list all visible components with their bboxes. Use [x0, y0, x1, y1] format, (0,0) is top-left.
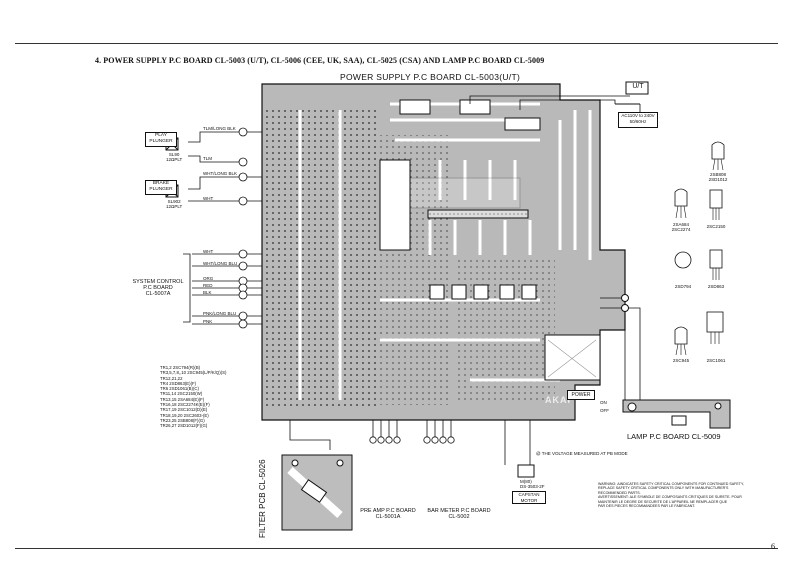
fuse-box [459, 99, 491, 115]
top-rule [15, 43, 778, 44]
bar-meter-label: BAR METER P.C BOARD CL-5002 [427, 508, 491, 520]
transistor-list-item: TR17,19 2SC1012(D)(E) [160, 407, 208, 413]
transistor-label-2sc945: 2SC945 [672, 358, 690, 363]
wire-wht: WHT [203, 249, 214, 254]
page-title: 4. POWER SUPPLY P.C BOARD CL-5003 (U/T),… [95, 56, 545, 65]
wire-wht-long-blu: WHT/LONG BLU [203, 261, 238, 266]
capstan-motor-label: CAPSTAN MOTOR [512, 491, 546, 504]
filter-pcb-label: FILTER PCB CL-5026 [258, 459, 267, 538]
system-control-label: SYSTEM CONTROL P.C BOARD CL-5007A [132, 279, 184, 297]
transistor-list-item: TR11,14 2SC2150(W) [160, 391, 203, 397]
voltage-note: @ THE VOLTAGE MEASURED AT PB MODE [536, 451, 628, 456]
wire-pnk-long-blu: PNK/LONG BLU [203, 311, 237, 316]
wire-label-wht: WHT [203, 196, 214, 201]
transistor-list-item: TR13,15 2SA684(E)(F) [160, 396, 205, 402]
transistor-label-2sc2150: 2SC2150 [706, 224, 726, 229]
transistor-label-2sa684: 2SA684 2SC2274 [671, 222, 691, 232]
wire-blk: BLK [203, 290, 212, 295]
capstan-motor-symbol [517, 464, 535, 478]
motor-spec-label: M(80) DS-3503-2F [520, 479, 545, 489]
ac-supply-label: AC110V to 240V 50/60Hz [618, 112, 658, 128]
wire-red: RED [203, 283, 213, 288]
play-plunger-spec: SL90 12ΩPLT [166, 152, 183, 162]
transistor-list-item: TR23,25 2SB808(F)(G) [160, 417, 205, 423]
component-area-right [455, 260, 555, 400]
bottom-rule [15, 548, 778, 549]
pre-amp-label: PRE AMP P.C BOARD CL-5001A [360, 508, 416, 520]
board-watermark: AKAI [545, 395, 571, 405]
page-number: 6 [771, 542, 775, 551]
transistor-list-item: TR16,18 2SC2274K(E)(F) [160, 402, 210, 408]
component-area-left [266, 110, 376, 410]
wire-label-tlm: TLM [203, 156, 212, 161]
wire-label-wht-long-blk: WHT/LONG BLK [203, 171, 238, 176]
brake-plunger-label: BRAKE PLUNGER [145, 180, 177, 195]
transistor-list-item: TR12,21,22 [160, 375, 183, 381]
play-plunger-label: PLAY PLUNGER [145, 132, 177, 147]
transistor-list-item: TR26,27 2SD1012(F)(G) [160, 423, 208, 429]
warning-note: WARNING: ΔINDICATES SAFETY CRITICAL COMP… [598, 482, 744, 508]
fuse-240v [399, 99, 431, 115]
lamp-board-label: LAMP P.C BOARD CL-5009 [627, 432, 721, 441]
board-title: POWER SUPPLY P.C BOARD CL-5003(U/T) [340, 72, 521, 82]
transistor-list-item: TR18,19,20 2SC2603-(E) [160, 412, 209, 418]
wire-pnk: PNK [203, 319, 213, 324]
transistor-label-2sc1061: 2SC1061 [706, 358, 726, 363]
transistor-label-2sb808: 2SB808 2SD1012 [708, 172, 728, 182]
lamp-board-outline [622, 399, 731, 429]
warning-line: RECOMMENDED PARTS. [598, 490, 641, 495]
heatsink-block [379, 159, 411, 251]
warning-line: AVERTISSEMENT: ΔLE SYMBOLE DE COMPOSANTS… [598, 495, 742, 500]
wire-org: ORG [203, 276, 214, 281]
transistor-list-item: TR1,2 2SC794(R)(B) [160, 365, 201, 370]
capacitor-row [429, 284, 537, 300]
warning-line: PAR DES PIECES RECOMMANDEES PAR LE FABRI… [598, 504, 696, 509]
power-label: POWER [567, 390, 595, 400]
fuse-t2a [504, 117, 541, 131]
transistor-label-2sd794: 2SD794 [674, 284, 692, 289]
transistor-label-2sd863: 2SD863 [707, 284, 725, 289]
switch-on-label: ON [600, 400, 607, 405]
warning-line: WARNING: ΔINDICATES SAFETY CRITICAL COMP… [598, 482, 744, 486]
switch-off-label: OFF [600, 408, 609, 413]
warning-line: MAINTENIR LE DEGRE DE SECURITE DE L'APPA… [598, 499, 728, 504]
ut-label: U/T [632, 83, 644, 90]
transistor-list-item: TR4 2SD863(E)(F) [160, 380, 197, 386]
wire-label-tlm-long-blk: TLM/LONG BLK [203, 126, 236, 131]
plunger-wiring [183, 131, 262, 325]
warning-line: REPLACE SAFETY CRITICAL COMPONENTS ONLY … [598, 486, 729, 491]
wire-terminals [238, 127, 248, 329]
transistor-list-item: TR3,5,7,8,,10 2SC945(L/P/K/Q)(S) [160, 370, 227, 376]
ut-box [625, 81, 649, 95]
transistor-list: TR1,2 2SC794(R)(B) TR3,5,7,8,,10 2SC945(… [160, 365, 226, 429]
ac-line [469, 95, 641, 112]
brake-plunger-spec: SL902 12ΩPLT [166, 199, 183, 209]
transistor-list-item: TR6 2SD1061(B)(C) [160, 386, 199, 392]
connector-strip [427, 209, 529, 219]
transistor-glyphs [674, 141, 725, 345]
